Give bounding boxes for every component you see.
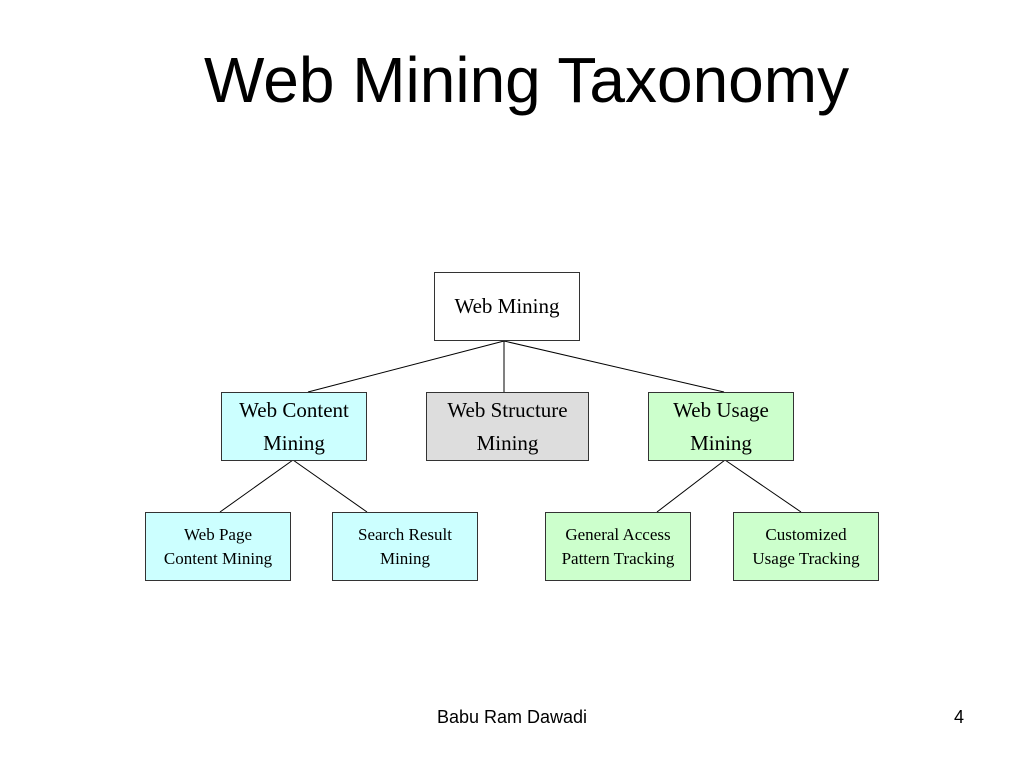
node-web-page-content-mining-line-1: Web Page bbox=[183, 524, 253, 544]
connector-root-to-web-content bbox=[307, 340, 505, 393]
node-search-result-mining-line-2: Mining bbox=[379, 548, 431, 568]
node-general-access-pattern-tracking-line-2: Pattern Tracking bbox=[561, 548, 675, 568]
slide-title: Web Mining Taxonomy bbox=[204, 44, 850, 116]
connector-web-usage-to-general-access bbox=[656, 459, 726, 513]
node-web-structure-mining-line-1: Web Structure bbox=[447, 397, 568, 422]
node-web-usage-mining-line-2: Mining bbox=[690, 430, 752, 455]
connector-root-to-web-usage bbox=[503, 340, 725, 393]
node-web-usage-mining: Web Usage Mining bbox=[648, 392, 794, 461]
node-web-structure-mining-line-2: Mining bbox=[476, 430, 539, 455]
node-general-access-pattern-tracking-line-1: General Access bbox=[565, 524, 671, 544]
connector-web-content-to-web-page bbox=[219, 459, 294, 513]
node-general-access-pattern-tracking: General Access Pattern Tracking bbox=[545, 512, 691, 581]
footer-author: Babu Ram Dawadi bbox=[436, 707, 588, 727]
node-web-content-mining: Web Content Mining bbox=[221, 392, 367, 461]
connector-web-usage-to-customized bbox=[724, 459, 802, 513]
node-customized-usage-tracking: Customized Usage Tracking bbox=[733, 512, 879, 581]
node-web-mining: Web Mining bbox=[434, 272, 580, 341]
node-web-page-content-mining-line-2: Content Mining bbox=[163, 548, 273, 568]
node-web-content-mining-line-2: Mining bbox=[263, 430, 325, 455]
node-customized-usage-tracking-line-1: Customized bbox=[765, 524, 847, 544]
node-search-result-mining: Search Result Mining bbox=[332, 512, 478, 581]
node-customized-usage-tracking-line-2: Usage Tracking bbox=[752, 548, 860, 568]
node-web-usage-mining-line-1: Web Usage bbox=[673, 397, 769, 422]
node-search-result-mining-line-1: Search Result bbox=[358, 524, 452, 544]
node-web-content-mining-line-1: Web Content bbox=[239, 397, 349, 422]
connector-web-content-to-search-result bbox=[292, 459, 368, 513]
node-web-page-content-mining: Web Page Content Mining bbox=[145, 512, 291, 581]
node-web-structure-mining: Web Structure Mining bbox=[426, 392, 589, 461]
node-web-mining-label: Web Mining bbox=[454, 294, 560, 318]
page-number: 4 bbox=[953, 707, 964, 727]
